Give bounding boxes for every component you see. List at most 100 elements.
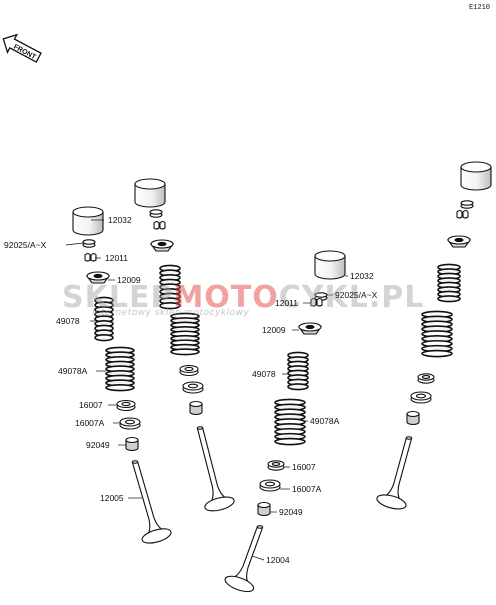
- exhaust-valve-left-a: [131, 460, 172, 544]
- keeper-left-b-half-b: [159, 220, 166, 230]
- seat-a-left-a-hole: [124, 419, 136, 425]
- label-inner-spring-left: 49078: [56, 316, 80, 326]
- seal-right-b-top: [406, 410, 420, 418]
- tappet-left-a: [72, 206, 104, 236]
- label-seat-a-left: 16007A: [75, 418, 105, 428]
- tappet-left-b-body: [134, 183, 166, 208]
- seat-right-b: [417, 373, 435, 384]
- exhaust-valve-left-b-tip: [196, 426, 204, 430]
- tappet-right-a: [314, 250, 346, 280]
- label-intake-valve: 12004: [266, 555, 290, 565]
- outer-spring-left-b: [170, 312, 200, 356]
- retainer-right-a-bore: [305, 324, 315, 330]
- seat-a-left-a: [119, 417, 141, 430]
- exhaust-valve-left-a-stem-head: [131, 460, 170, 539]
- inner-spring-right-a-coil: [287, 383, 309, 391]
- exhaust-valve-left-a-tip: [131, 460, 139, 464]
- retainer-left-a: [85, 271, 111, 284]
- seat-a-left-b-hole: [187, 383, 199, 389]
- keeper-right-a: [310, 297, 323, 307]
- keeper-right-a-half-a: [310, 297, 317, 307]
- outer-spring-right-b-coil: [421, 349, 453, 358]
- seal-right-a: [257, 501, 271, 517]
- label-seal-left: 92049: [86, 440, 110, 450]
- intake-valve-right-a: [224, 525, 264, 593]
- retainer-left-a-bore: [93, 273, 103, 279]
- seat-right-b-hole: [421, 375, 431, 379]
- label-seat-left: 16007: [79, 400, 103, 410]
- intake-valve-right-a-tip: [256, 525, 264, 529]
- seal-left-b-top: [189, 400, 203, 408]
- shim-left-b-face: [149, 209, 163, 215]
- seal-left-a-top: [125, 436, 139, 444]
- watermark-logo: SKLEPMOTOCYKL.PL: [62, 280, 425, 315]
- seal-left-b: [189, 400, 203, 416]
- shim-left-b: [149, 209, 163, 218]
- intake-valve-right-b-tip: [405, 436, 413, 440]
- label-seal-right: 92049: [279, 507, 303, 517]
- inner-spring-right-a: [287, 351, 309, 391]
- tappet-left-b: [134, 178, 166, 208]
- outer-spring-left-a-coil: [105, 383, 135, 392]
- tappet-right-b: [460, 161, 492, 191]
- label-seat-a-right: 16007A: [292, 484, 322, 494]
- keeper-left-a-half-a: [84, 252, 91, 262]
- intake-valve-right-b-stem-head: [378, 436, 413, 505]
- outer-spring-right-a-coil: [274, 437, 306, 446]
- seat-a-right-b: [410, 391, 432, 404]
- intake-valve-right-b-face: [376, 494, 407, 510]
- label-outer-spring-right: 49078A: [310, 416, 340, 426]
- intake-valve-right-b: [376, 436, 413, 510]
- watermark-tagline: internetowy sklep motocyklowy: [92, 308, 250, 318]
- inner-spring-left-b-coil: [159, 301, 181, 310]
- inner-spring-right-b-coil: [437, 295, 461, 303]
- shim-right-b-face: [460, 200, 474, 206]
- seat-right-a-hole: [271, 462, 281, 466]
- exhaust-valve-left-b: [196, 426, 235, 512]
- seat-left-b-hole: [184, 366, 194, 372]
- seat-left-a: [116, 399, 136, 412]
- seat-a-right-a-hole: [264, 481, 276, 487]
- exhaust-valve-left-b-face: [204, 496, 235, 512]
- seal-right-a-top: [257, 501, 271, 509]
- keeper-left-b-half-a: [153, 220, 160, 230]
- keeper-right-b-half-a: [456, 209, 463, 219]
- keeper-left-b: [153, 220, 166, 230]
- leader-shim-left: [65, 242, 84, 246]
- label-shim-right: 92025/A~X: [335, 290, 378, 300]
- label-retainer-left: 12009: [117, 275, 141, 285]
- seat-a-right-a: [259, 479, 281, 492]
- label-outer-spring-left: 49078A: [58, 366, 88, 376]
- leader-intake-valve: [251, 555, 265, 561]
- intake-valve-right-a-face: [224, 575, 255, 593]
- tappet-right-a-body: [314, 255, 346, 280]
- outer-spring-right-a: [274, 398, 306, 446]
- retainer-right-b: [446, 235, 472, 248]
- exhaust-valve-left-a-face: [141, 528, 172, 544]
- front-arrow-icon: FRONT: [2, 33, 42, 63]
- inner-spring-left-b: [159, 264, 181, 310]
- shim-left-a: [82, 239, 96, 248]
- inner-spring-right-b: [437, 263, 461, 303]
- tappet-left-a-body: [72, 211, 104, 236]
- diagram-code: E1210: [468, 4, 490, 12]
- outer-spring-left-a: [105, 346, 135, 392]
- keeper-left-a: [84, 252, 97, 262]
- inner-spring-left-a-coil: [94, 333, 114, 342]
- seat-a-left-b: [182, 381, 204, 394]
- tappet-left-b-top: [134, 178, 166, 190]
- label-tappet-right: 12032: [350, 271, 374, 281]
- label-tappet-left: 12032: [108, 215, 132, 225]
- keeper-right-b-half-b: [462, 209, 469, 219]
- keeper-right-a-half-b: [316, 297, 323, 307]
- outer-spring-right-b: [421, 310, 453, 358]
- keeper-right-b: [456, 209, 469, 219]
- tappet-right-b-top: [460, 161, 492, 173]
- exhaust-valve-left-b-stem-head: [196, 426, 233, 507]
- label-inner-spring-right: 49078: [252, 369, 276, 379]
- retainer-left-b: [149, 239, 175, 252]
- outer-spring-left-b-coil: [170, 348, 200, 356]
- seat-left-a-hole: [121, 401, 131, 407]
